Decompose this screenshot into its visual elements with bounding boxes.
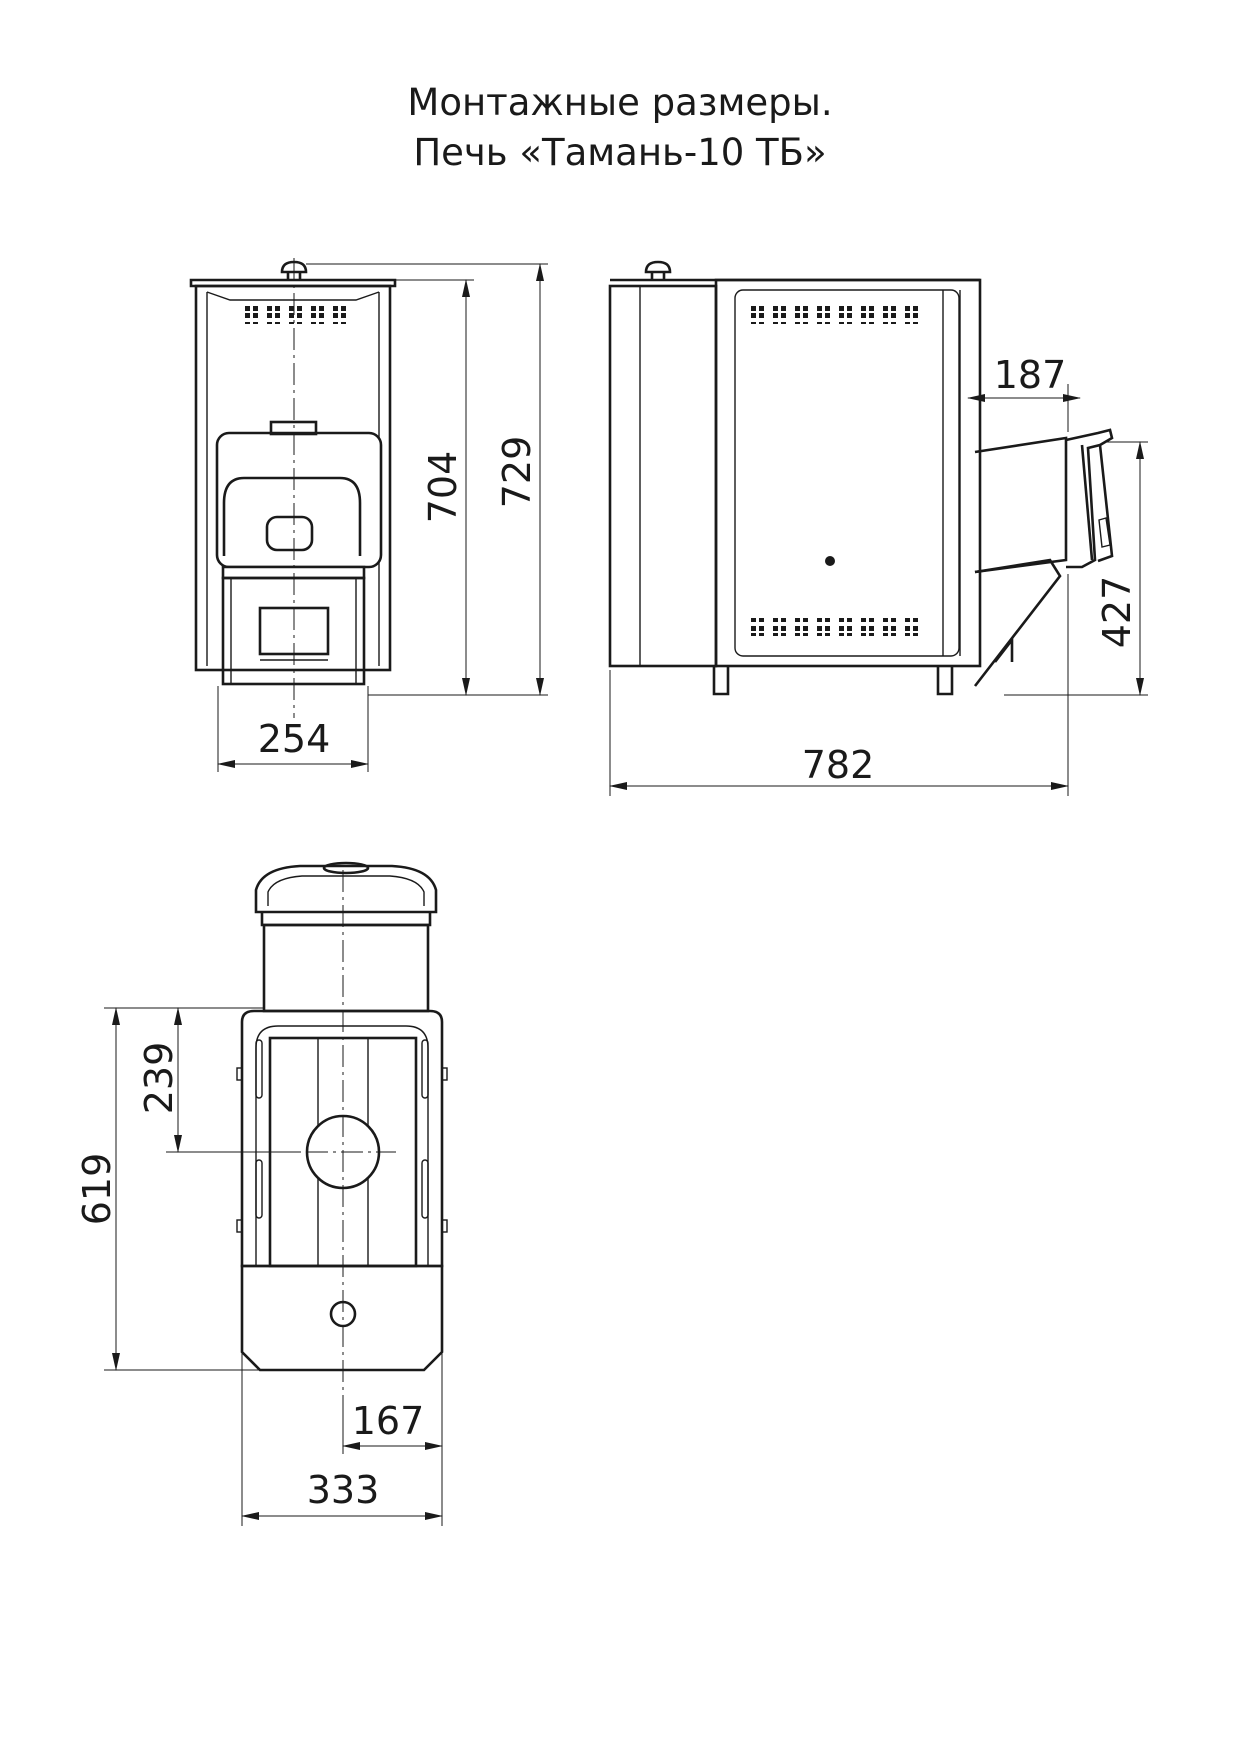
- side-view: 187 427 782: [608, 260, 1148, 796]
- dim-side-flue-height: 427: [1095, 576, 1139, 649]
- front-view: 254 704 729: [189, 258, 548, 772]
- dim-side-length: 782: [802, 743, 875, 787]
- dim-front-width: 254: [258, 717, 331, 761]
- title-block: Монтажные размеры. Печь «Тамань-10 ТБ»: [0, 78, 1240, 178]
- dim-side-flue-offset: 187: [994, 353, 1067, 397]
- dim-front-total-height: 729: [495, 436, 539, 509]
- title-line-1: Монтажные размеры.: [407, 81, 833, 124]
- dim-top-width: 333: [307, 1468, 380, 1512]
- dim-top-half-width: 167: [352, 1399, 425, 1443]
- title-line-2: Печь «Тамань-10 ТБ»: [413, 131, 827, 174]
- dim-top-depth: 619: [75, 1153, 119, 1226]
- dim-top-flue-from-back: 239: [137, 1042, 181, 1115]
- top-view: 619 239 167 333: [75, 861, 448, 1526]
- dim-front-body-height: 704: [421, 451, 465, 524]
